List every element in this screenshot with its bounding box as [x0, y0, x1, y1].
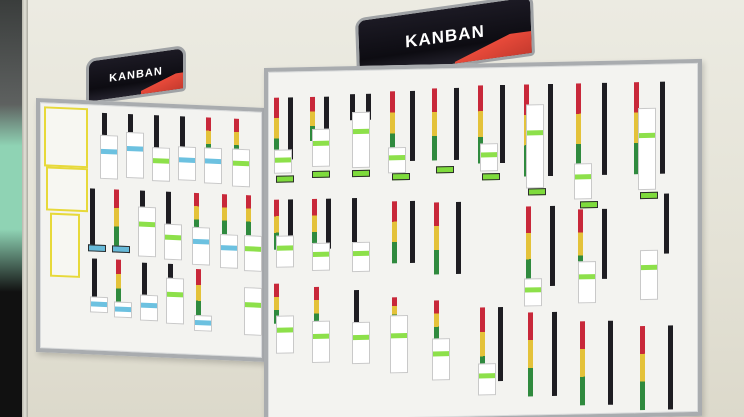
kanban-card [140, 294, 158, 322]
kanban-tag [482, 173, 500, 181]
kanban-card [390, 314, 408, 374]
slot-column [528, 312, 533, 397]
document-pocket [44, 106, 88, 169]
kanban-tag [112, 245, 130, 254]
slot-column [312, 198, 317, 249]
kanban-board-left [36, 98, 266, 363]
kanban-card [276, 315, 294, 354]
kanban-tag [312, 170, 330, 178]
document-pocket [46, 166, 88, 213]
slot-column [660, 81, 665, 174]
kanban-tag [276, 175, 294, 183]
slot-column [456, 201, 461, 274]
kanban-card [312, 128, 330, 167]
kanban-card [100, 134, 118, 180]
kanban-card [114, 301, 132, 319]
kanban-card [152, 147, 170, 182]
kanban-tag [88, 244, 106, 253]
kanban-card [166, 277, 184, 325]
slot-column [354, 290, 359, 327]
slot-column [390, 91, 395, 156]
slot-column [114, 189, 119, 246]
slot-column [498, 306, 503, 382]
slot-column [580, 321, 585, 406]
kanban-card [638, 107, 656, 191]
slot-column [410, 90, 415, 161]
slot-column [434, 300, 439, 341]
slot-column [326, 198, 331, 249]
slot-column [548, 83, 553, 177]
slot-column [454, 87, 459, 161]
kanban-card [220, 234, 238, 269]
kanban-card [478, 363, 496, 396]
kanban-card [432, 338, 450, 381]
kanban-card [312, 320, 330, 363]
slot-column [640, 326, 645, 411]
kanban-sign-small: KANBAN [86, 44, 186, 106]
slot-column [142, 262, 147, 299]
kanban-card [526, 104, 544, 189]
slot-column [668, 325, 673, 410]
slot-column [90, 188, 95, 245]
wall-pipe [22, 0, 28, 417]
slot-column [352, 198, 357, 245]
kanban-card [192, 226, 210, 266]
slot-column [222, 194, 227, 235]
kanban-card [480, 143, 498, 172]
kanban-card [178, 146, 196, 181]
kanban-card [276, 235, 294, 268]
slot-column [392, 201, 397, 264]
kanban-tag [528, 188, 546, 196]
kanban-card [352, 111, 370, 169]
kanban-card [352, 321, 370, 365]
kanban-card [352, 241, 370, 273]
slot-column [432, 88, 437, 161]
kanban-sign-small-text: KANBAN [109, 65, 163, 85]
kanban-tag [640, 191, 658, 200]
kanban-card [138, 206, 156, 258]
kanban-card [524, 278, 542, 307]
slot-column [602, 208, 607, 279]
kanban-card [232, 148, 250, 188]
kanban-tag [580, 201, 598, 209]
slot-column [410, 200, 415, 263]
slot-column [196, 268, 201, 318]
kanban-board-right [264, 58, 702, 417]
document-pocket [50, 212, 80, 278]
kanban-tag [436, 166, 454, 174]
kanban-card [388, 147, 406, 174]
kanban-tag [392, 172, 410, 181]
kanban-sign-large-text: KANBAN [404, 21, 486, 52]
slot-column [500, 84, 505, 164]
kanban-card [244, 287, 262, 336]
slot-column [602, 82, 607, 175]
slot-column [434, 202, 439, 275]
kanban-card [274, 149, 292, 174]
kanban-tag [352, 169, 370, 178]
kanban-card [244, 235, 262, 272]
slot-column [550, 205, 555, 287]
kanban-card [204, 147, 222, 185]
kanban-card [90, 296, 108, 314]
kanban-card [164, 223, 182, 261]
slot-column [116, 259, 121, 304]
kanban-card [126, 131, 144, 179]
kanban-card [194, 314, 212, 332]
slot-column [576, 83, 581, 176]
left-wall-edge [0, 0, 22, 417]
kanban-card [640, 249, 658, 301]
slot-column [526, 206, 531, 287]
slot-column [664, 193, 669, 254]
slot-column [552, 311, 557, 396]
kanban-card [574, 163, 592, 200]
slot-column [608, 320, 613, 405]
slot-column [246, 195, 251, 236]
kanban-card [578, 261, 596, 304]
kanban-card [312, 242, 330, 271]
